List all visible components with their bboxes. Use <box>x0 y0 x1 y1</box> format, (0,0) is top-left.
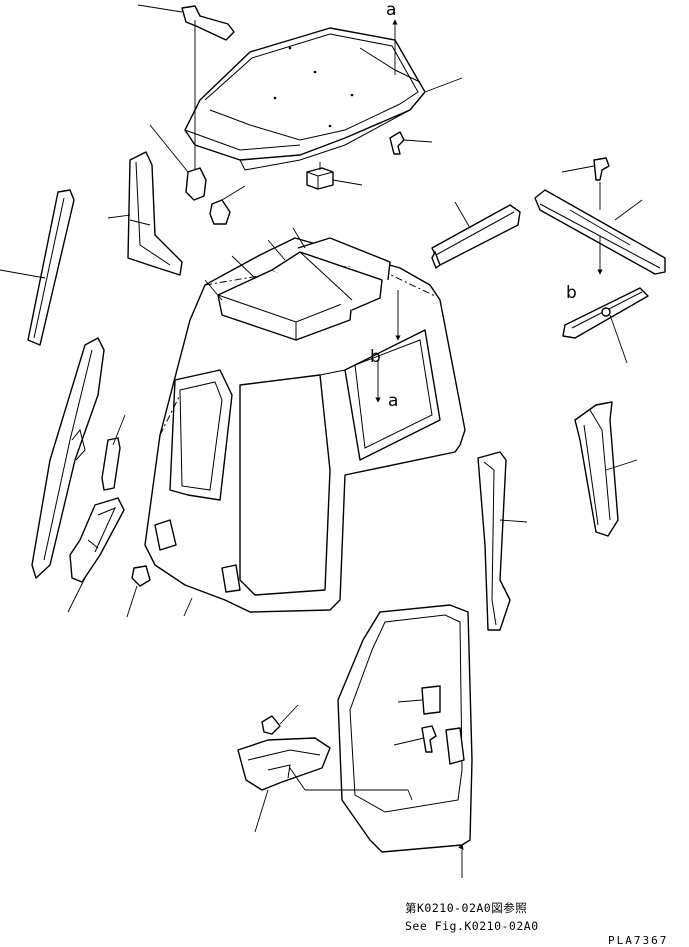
left-lower-console <box>69 497 125 583</box>
roof-lamp <box>562 287 649 339</box>
reference-letter-b-mid: b <box>370 347 381 367</box>
cab-door <box>337 604 473 853</box>
door-handle-clip <box>261 715 281 735</box>
reference-note-english: See Fig.K0210-02A0 <box>405 919 539 933</box>
left-door-pillar-trim <box>31 337 105 579</box>
left-small-panel <box>101 437 121 491</box>
center-right-pillar-trim <box>477 451 511 631</box>
reference-letter-a-mid: a <box>388 391 398 411</box>
small-cylinder-part <box>131 565 151 587</box>
rear-bracket-left <box>431 204 521 269</box>
roof-clip-fastener <box>181 5 235 41</box>
bracket-screw <box>593 157 610 181</box>
reference-letter-a-top: a <box>386 0 396 20</box>
rear-right-pillar-trim <box>574 401 619 537</box>
door-screw <box>421 725 437 753</box>
reference-letter-b-right: b <box>566 283 577 303</box>
cab-frame <box>144 237 466 613</box>
roof-insulation-panels <box>217 237 391 341</box>
retainer-pin <box>389 131 405 155</box>
headliner-clips <box>185 167 231 225</box>
roof-headliner <box>184 27 426 171</box>
front-left-pillar-trim-upper <box>127 151 183 276</box>
door-inner-trim-panel <box>237 737 331 791</box>
left-pillar-trim-long <box>27 189 75 346</box>
reference-note-japanese: 第K0210-02A0図参照 <box>405 901 527 915</box>
pad-block <box>306 167 334 190</box>
drawing-code: PLA7367 <box>608 934 668 947</box>
